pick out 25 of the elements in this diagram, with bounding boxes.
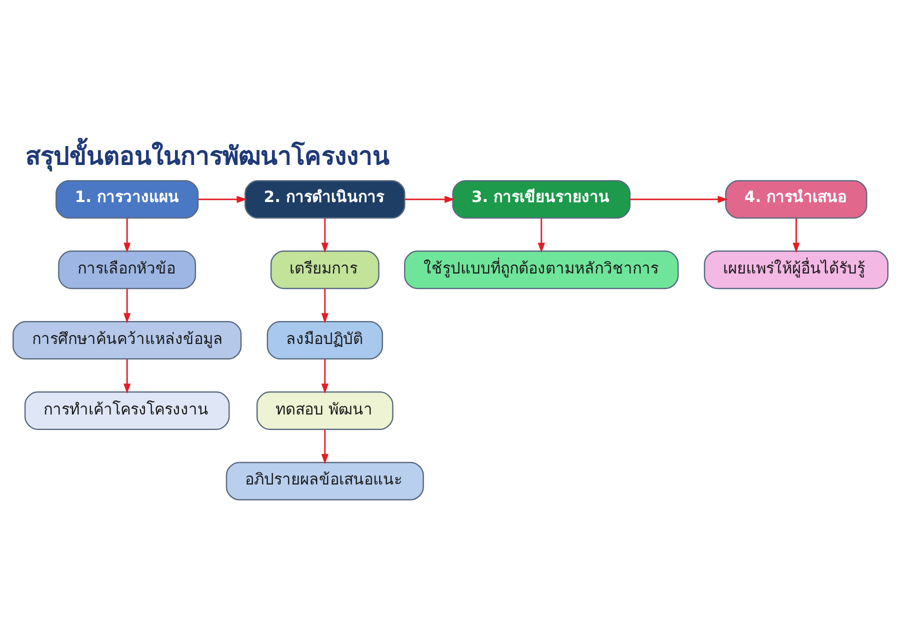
- arrow: [320, 358, 328, 394]
- node-box: 1. การวางแผน: [55, 180, 198, 218]
- node-box: ทดสอบ พัฒนา: [256, 390, 393, 430]
- arrow: [792, 218, 800, 252]
- arrow: [404, 195, 454, 202]
- arrow: [320, 288, 328, 323]
- arrow: [123, 288, 130, 323]
- node-box: อภิปรายผลข้อเสนอแนะ: [225, 461, 424, 500]
- arrow: [123, 358, 130, 394]
- arrow: [629, 195, 728, 202]
- arrow: [537, 218, 544, 252]
- node-box: 3. การเขียนรายงาน: [452, 180, 630, 218]
- node-box: 2. การดำเนินการ: [244, 180, 405, 218]
- arrow: [123, 218, 130, 252]
- arrow: [198, 195, 246, 202]
- node-box: การศึกษาค้นคว้าแหล่งข้อมูล: [12, 320, 242, 360]
- node-box: ใช้รูปแบบที่ถูกต้องตามหลักวิชาการ: [404, 250, 678, 289]
- node-box: การเลือกหัวข้อ: [58, 250, 196, 289]
- arrow: [320, 429, 328, 464]
- node-box: ลงมือปฏิบัติ: [266, 320, 383, 360]
- node-box: เตรียมการ: [270, 250, 379, 289]
- node-box: 4. การนำเสนอ: [724, 180, 867, 218]
- node-box: เผยแพร่ให้ผู้อื่นได้รับรู้: [703, 250, 888, 289]
- node-box: การทำเค้าโครงโครงงาน: [24, 390, 230, 430]
- arrow: [320, 218, 328, 252]
